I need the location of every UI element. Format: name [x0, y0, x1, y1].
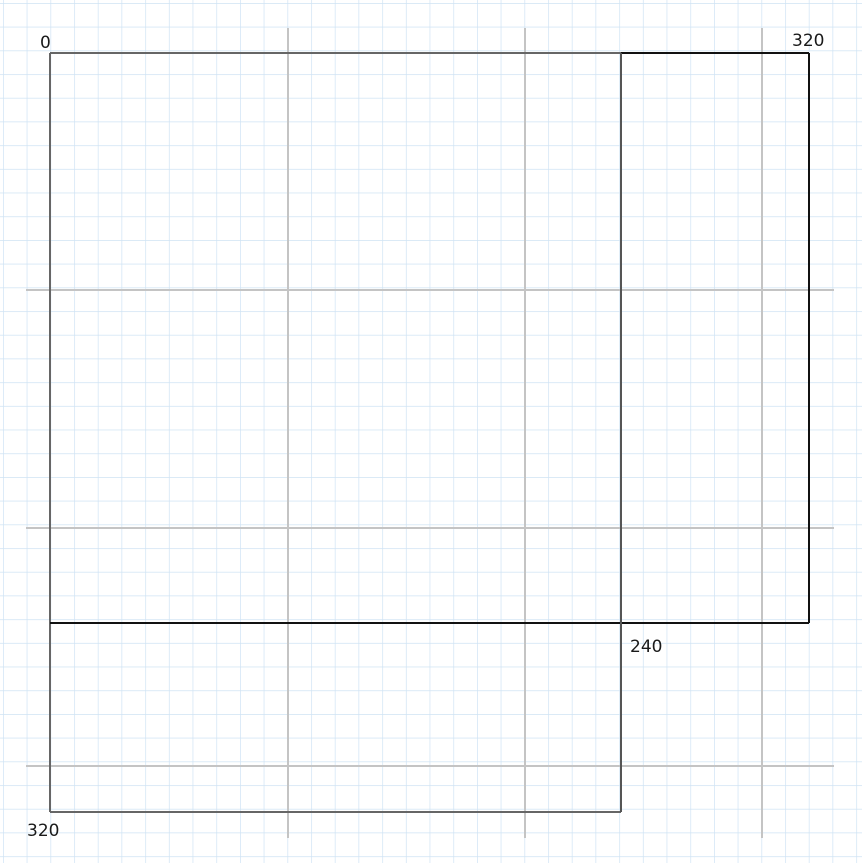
rectangle-outline [50, 52, 810, 624]
label-origin: 0 [40, 33, 51, 53]
label-top-right: 320 [792, 31, 824, 51]
major-grid [26, 28, 834, 838]
label-bottom-left: 320 [27, 821, 59, 841]
square-outline [49, 52, 621, 813]
label-inner-corner: 240 [630, 637, 662, 657]
